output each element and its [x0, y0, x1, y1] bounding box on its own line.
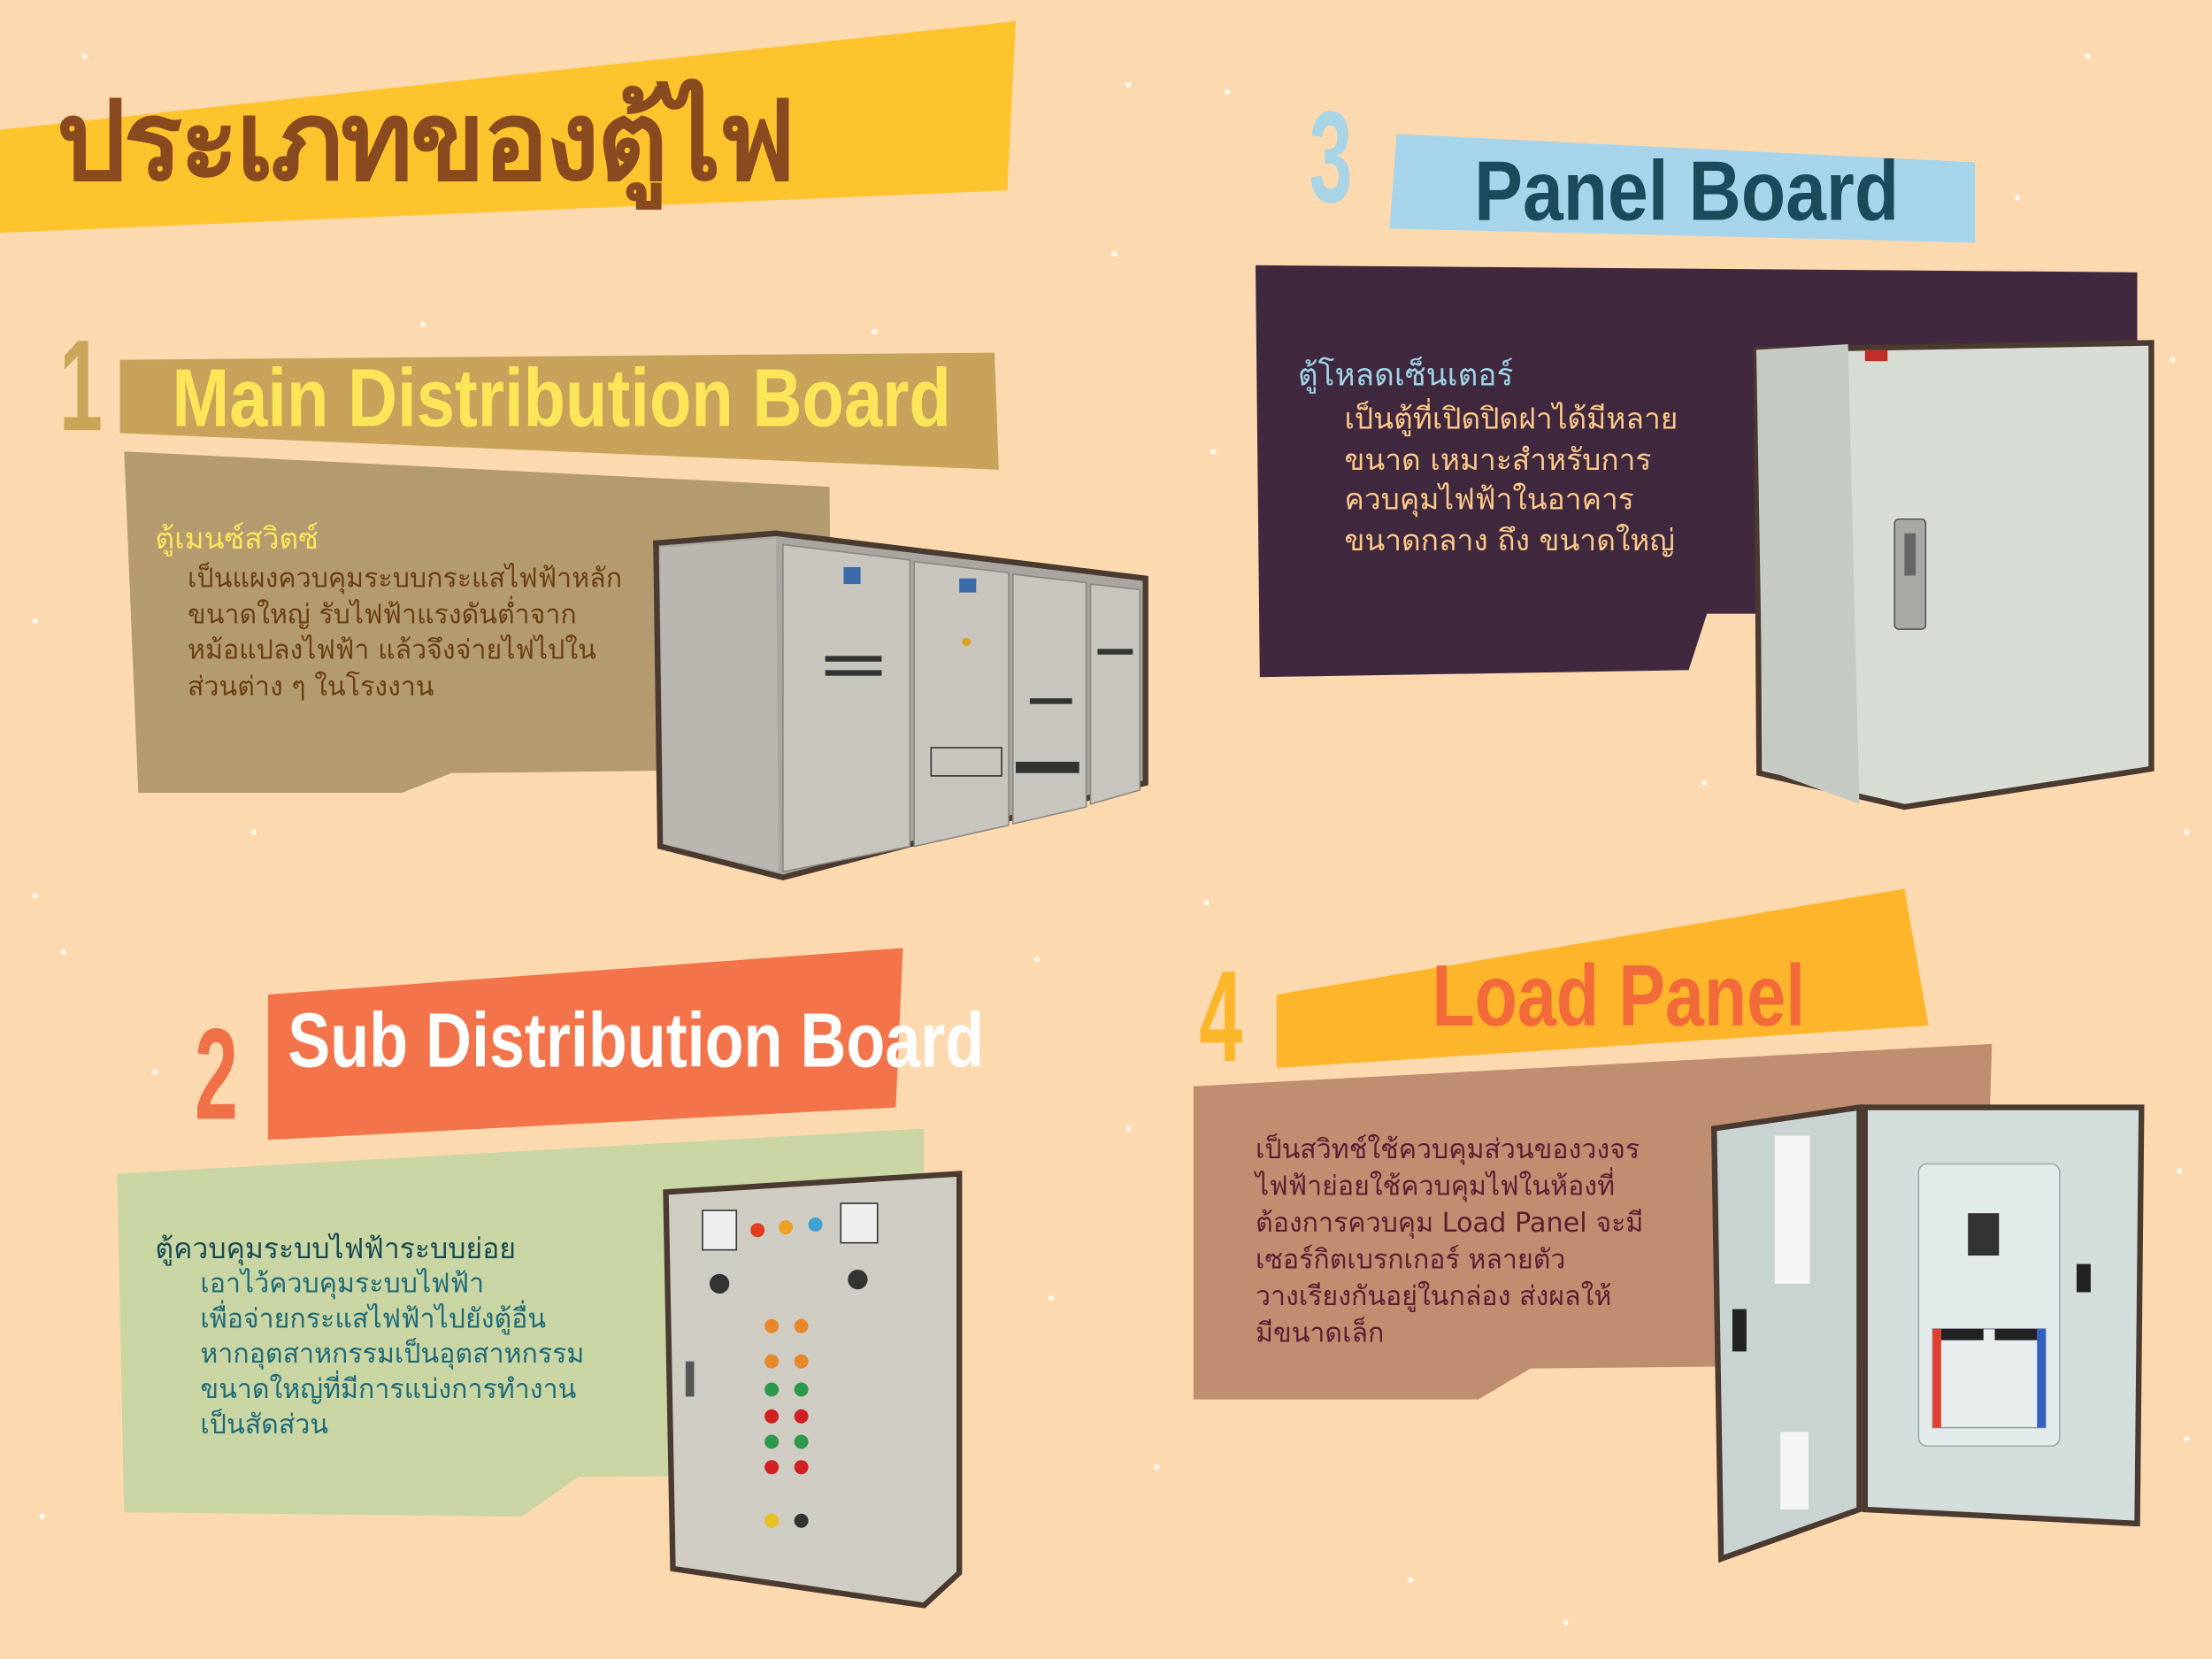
section-body-1: เป็นแผงควบคุมระบบกระแสไฟฟ้าหลักขนาดใหญ่ … — [188, 563, 623, 703]
card-1 — [124, 451, 833, 794]
banner-3 — [1389, 134, 1976, 243]
main-distribution-board-image — [653, 530, 1148, 881]
section-number-3: 3 — [1309, 86, 1353, 230]
section-subtitle-1: ตู้เมนซ์สวิตซ์ — [155, 521, 319, 557]
page-title: ประเภทของตู้ไฟ — [56, 79, 796, 206]
section-body-4: เป็นสวิทช์ใช้ควบคุมส่วนของวงจรไฟฟ้าย่อยใ… — [1256, 1133, 1644, 1349]
section-title-1: Main Distribution Board — [172, 352, 951, 445]
breaker-rows — [1932, 1328, 2047, 1429]
load-panel-image — [1710, 1103, 2145, 1563]
title-banner — [0, 20, 1016, 234]
section-body-2: เอาไว้ควบคุมระบบไฟฟ้าเพื่อจ่ายกระแสไฟฟ้า… — [200, 1268, 585, 1440]
section-body-3: เป็นตู้ที่เปิดปิดฝาได้มีหลายขนาด เหมาะสำ… — [1344, 402, 1678, 557]
panel-board-image — [1753, 340, 2154, 810]
section-subtitle-3: ตู้โหลดเซ็นเตอร์ — [1297, 357, 1514, 394]
section-number-4: 4 — [1199, 945, 1243, 1089]
section-number-1: 1 — [58, 314, 103, 459]
decorative-dots — [32, 53, 2190, 1625]
section-subtitle-2: ตู้ควบคุมระบบไฟฟ้าระบบย่อย — [155, 1231, 517, 1266]
banner-4 — [1276, 888, 1929, 1068]
section-title-3: Panel Board — [1474, 143, 1900, 239]
section-title-4: Load Panel — [1432, 948, 1806, 1046]
sub-distribution-board-image — [663, 1171, 963, 1609]
indicator-lights — [764, 1318, 809, 1528]
section-title-2: Sub Distribution Board — [288, 995, 985, 1084]
banner-1 — [119, 352, 999, 470]
banner-2 — [267, 948, 903, 1141]
section-number-2: 2 — [195, 1002, 238, 1148]
